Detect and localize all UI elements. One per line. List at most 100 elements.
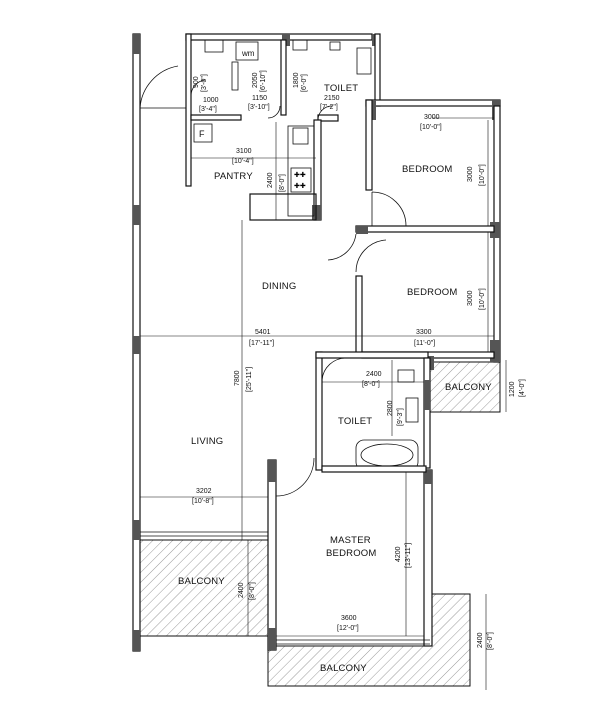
wall-column <box>133 336 140 354</box>
toilet-top-door <box>317 105 333 121</box>
wall-column <box>424 380 430 410</box>
dim-3202-imp: [10'-8"] <box>192 498 214 505</box>
bedroom-mid-door-arc <box>355 239 387 273</box>
kitchen-counter <box>287 125 315 217</box>
room-label-master-line2: BEDROOM <box>326 548 377 559</box>
dim-1000: 1000 <box>203 97 219 104</box>
room-label-balcony-left: BALCONY <box>178 576 225 587</box>
dim-7800-imp: [25'-11"] <box>246 367 253 392</box>
bedroom-left-wall <box>365 99 373 191</box>
wall-column <box>356 226 368 234</box>
dim-4200-imp: [13'-11"] <box>405 543 412 568</box>
pantry-door <box>267 105 281 119</box>
dim-1200: 1200 <box>509 381 516 397</box>
room-label-toilet-top: TOILET <box>324 83 358 94</box>
dim-1150-imp: [3'-10"] <box>248 104 270 111</box>
wall-column <box>268 628 276 650</box>
dim-3000-v2-imp: [10'-0"] <box>479 288 486 310</box>
room-label-dining: DINING <box>262 281 296 292</box>
toilet-mid-left-wall <box>315 351 323 471</box>
wc-top <box>292 39 308 51</box>
dim-3202: 3202 <box>196 488 212 495</box>
master-door <box>275 457 315 497</box>
sink <box>292 127 309 145</box>
wall-column <box>133 34 140 54</box>
room-label-living: LIVING <box>191 436 223 447</box>
dim-900-imp: [3'-0"] <box>201 74 208 92</box>
room-label-master-line1: MASTER <box>330 535 371 546</box>
dim-2050: 2050 <box>252 72 259 88</box>
wall-column <box>490 222 500 238</box>
dim-2400-bal-imp: [8'-0"] <box>249 582 256 600</box>
wall-column <box>268 460 276 482</box>
dim-3600-imp: [12'-0"] <box>337 625 359 632</box>
entrance-door <box>139 65 186 109</box>
dim-2800-imp: [9'-3"] <box>397 408 404 426</box>
dim-2400-pantry-imp: [8'-0"] <box>279 174 286 192</box>
master-left-wall <box>267 459 277 651</box>
master-top-wall <box>321 465 427 473</box>
wall-column <box>133 520 140 540</box>
dim-5401-imp: [17'-11"] <box>249 340 274 347</box>
wall-column <box>133 205 140 225</box>
top-wall <box>185 33 373 41</box>
fridge <box>193 123 213 143</box>
dim-3000-v1-imp: [10'-0"] <box>479 164 486 186</box>
toilet-mid-door <box>321 357 347 381</box>
dim-2150: 2150 <box>324 95 340 102</box>
dim-2400-bal-r-imp: [8'-0"] <box>487 632 494 650</box>
dim-2150-imp: [7'-2"] <box>320 104 338 111</box>
toilet-mid-right-wall <box>423 357 431 469</box>
dining-door <box>327 233 357 261</box>
shelf <box>231 61 239 91</box>
pantry-bottom-wall <box>249 193 317 221</box>
dim-2400-toilet: 2400 <box>366 371 382 378</box>
bedroom-top-wall <box>365 99 501 107</box>
toilet-mid-top-wall <box>315 351 429 359</box>
toilet-right-wall <box>374 33 381 107</box>
stove <box>290 167 312 193</box>
master-right-wall <box>423 469 433 647</box>
bedroom-partition <box>355 225 495 233</box>
washbasin-top <box>356 47 372 75</box>
dim-1200-imp: [4'-0"] <box>519 379 526 397</box>
washbasin-mid <box>405 397 419 423</box>
dim-3600: 3600 <box>341 615 357 622</box>
fridge-label: F <box>199 129 205 139</box>
bedroom-top-door <box>371 191 407 227</box>
dim-1800: 1800 <box>293 72 300 88</box>
wc-mid <box>397 369 415 383</box>
dim-3300-imp: [11'-0"] <box>414 340 435 347</box>
room-label-balcony-right: BALCONY <box>445 382 492 393</box>
dim-3100: 3100 <box>236 148 252 155</box>
room-label-pantry: PANTRY <box>214 171 253 182</box>
dim-3000-v1: 3000 <box>467 166 474 182</box>
dim-2050-imp: [6'-10"] <box>260 70 267 92</box>
dim-1000-imp: [3'-4"] <box>199 106 217 113</box>
partition-wall <box>280 39 287 116</box>
dim-3000-h: 3000 <box>424 114 440 121</box>
room-label-bedroom-mid: BEDROOM <box>407 287 458 298</box>
dim-3000-v2: 3000 <box>467 290 474 306</box>
dim-1150: 1150 <box>252 95 267 102</box>
burner-icon: ✚✚ <box>294 171 306 179</box>
burner-icon: ✚✚ <box>294 182 306 190</box>
dim-4200: 4200 <box>395 546 402 562</box>
dim-3300: 3300 <box>416 329 432 336</box>
bathtub-basin <box>360 443 414 467</box>
utility-door <box>190 79 206 97</box>
dim-5401: 5401 <box>255 329 271 336</box>
dim-3000-h-imp: [10'-0"] <box>420 124 442 131</box>
washing-machine <box>235 41 259 61</box>
bedroom-mid-left-wall <box>355 275 363 357</box>
dim-1800-imp: [6'-0"] <box>301 74 308 92</box>
dim-900: 900 <box>193 76 200 88</box>
dim-2400-toilet-imp: [8'-0"] <box>362 381 380 388</box>
balcony-right-area <box>427 361 501 413</box>
dim-7800: 7800 <box>234 370 241 386</box>
wall-column <box>428 356 434 370</box>
pantry-top-wall <box>190 114 242 121</box>
pantry-left-wall <box>185 33 192 187</box>
balcony-left-area <box>139 539 269 637</box>
